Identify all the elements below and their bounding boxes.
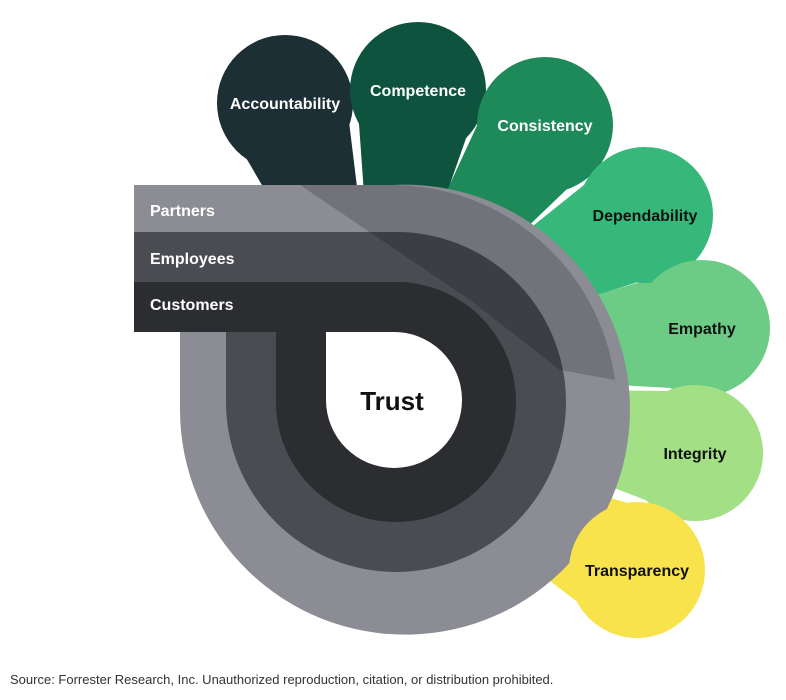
attribute-label: Dependability [593, 208, 698, 225]
trust-diagram: Accountability CompetenceConsistencyDepen… [134, 22, 770, 638]
attribute-label: Empathy [668, 321, 736, 338]
attribute-circle [577, 147, 713, 283]
attribute-label: Transparency [585, 563, 689, 580]
attribute-circle [569, 502, 705, 638]
attribute-circle [477, 57, 613, 193]
overlap-shade [300, 185, 615, 380]
band-label-employees: Employees [150, 251, 235, 268]
band-label-partners: Partners [150, 203, 215, 220]
attribute-label: Consistency [497, 118, 592, 135]
attribute-circle [217, 35, 353, 171]
attribute-label: Competence [370, 83, 466, 100]
source-note: Source: Forrester Research, Inc. Unautho… [10, 672, 554, 687]
band-label-customers: Customers [150, 297, 234, 314]
attribute-label: Integrity [663, 446, 726, 463]
attribute-circle [634, 260, 770, 396]
attribute-circle [350, 22, 486, 158]
attribute-circles: Accountability CompetenceConsistencyDepen… [217, 22, 770, 638]
trust-label: Trust [360, 386, 424, 416]
trust-center [326, 331, 462, 468]
attribute-label: Accountability [230, 96, 340, 113]
attribute-circle [627, 385, 763, 521]
